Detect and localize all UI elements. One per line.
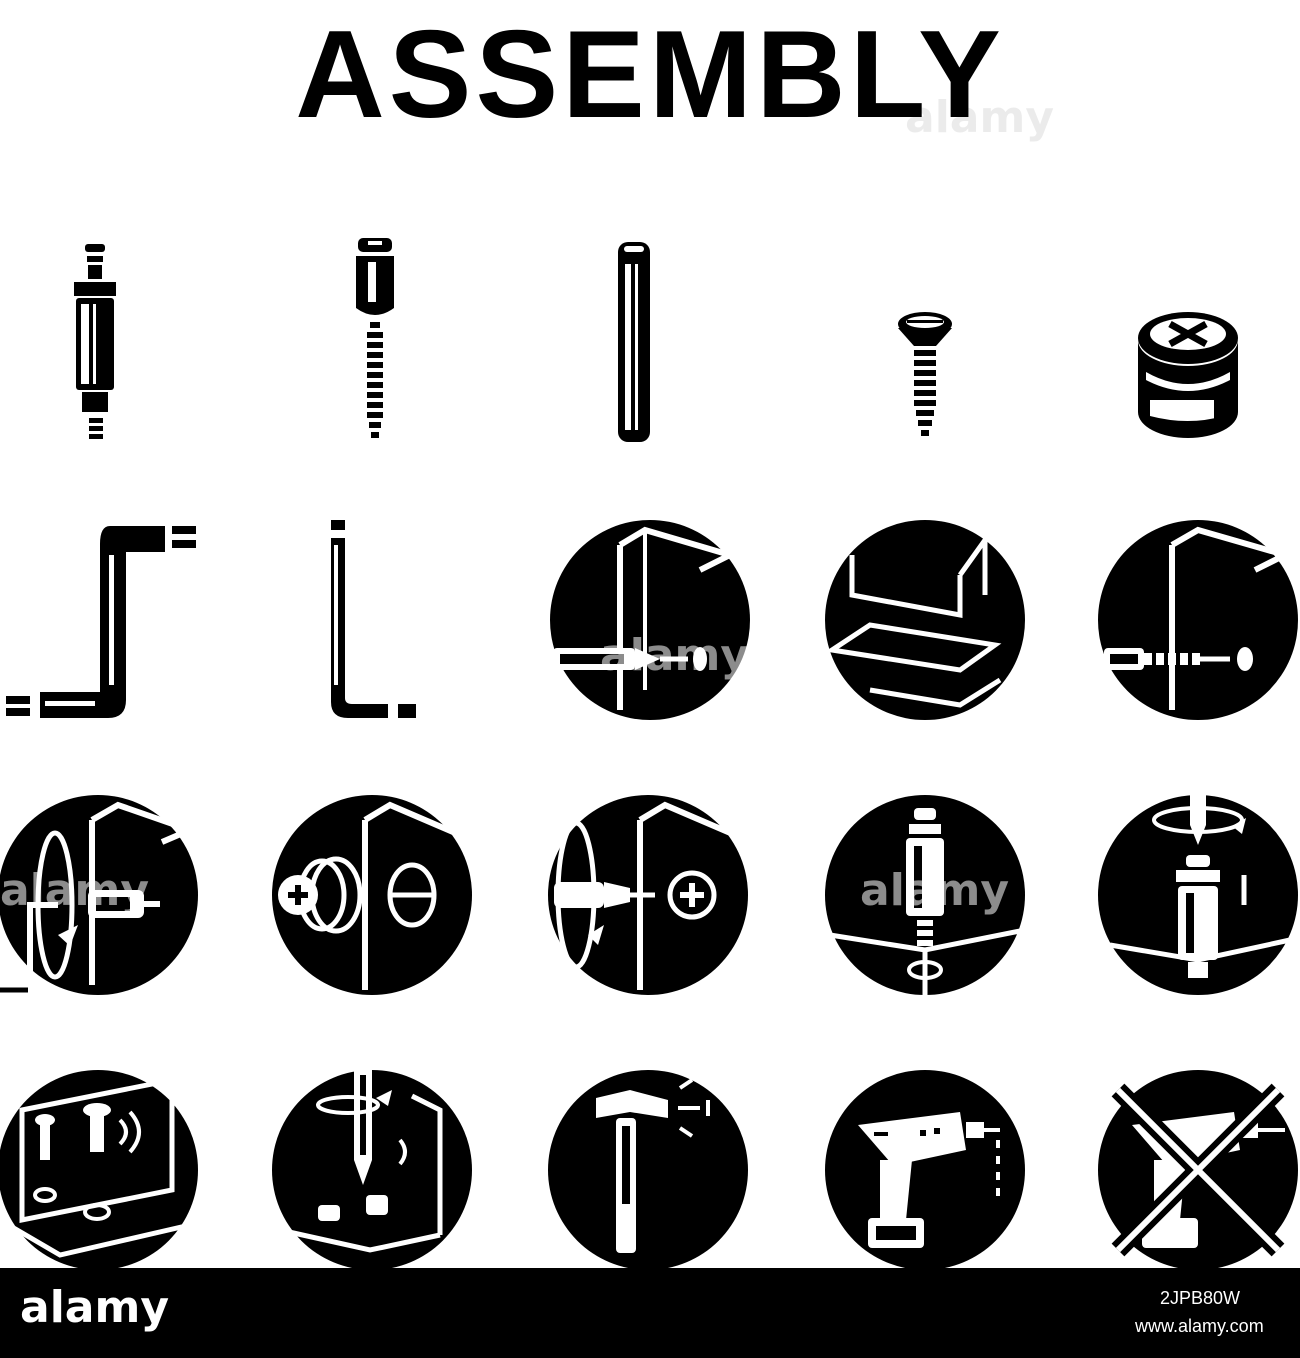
l-hex-key-icon <box>331 520 416 718</box>
cam-bolt-icon <box>74 244 116 439</box>
connector-screw-icon <box>356 238 394 438</box>
footer-bar: alamy 2JPB80W www.alamy.com <box>0 1268 1300 1358</box>
shelf-panel-icon <box>825 520 1025 720</box>
hammer-dowels-board-icon <box>0 1070 198 1268</box>
page-title: ASSEMBLY <box>295 6 1005 144</box>
wooden-dowel-icon <box>618 242 650 442</box>
screwdriver-cam-bolt-icon <box>1098 795 1298 995</box>
screw-insert-panel-icon <box>1098 520 1298 720</box>
footer-logo: alamy <box>20 1282 169 1333</box>
cordless-drill-icon <box>825 1070 1025 1268</box>
hammer-icon <box>548 1070 748 1268</box>
footer-url: www.alamy.com <box>1135 1316 1264 1336</box>
cam-lock-panel-icon <box>272 795 472 995</box>
crank-wrench-bolt-icon <box>0 795 199 995</box>
cam-lock-nut-icon <box>1138 312 1238 438</box>
screwdriver-board-icon <box>272 1070 472 1268</box>
z-hex-key-icon <box>6 526 196 718</box>
dowel-insert-panel-icon <box>550 520 750 720</box>
footer-image-id: 2JPB80W <box>1160 1288 1241 1308</box>
icon-grid <box>0 238 1298 1268</box>
flat-head-screw-icon <box>898 312 952 436</box>
bolt-into-floor-icon <box>825 795 1026 995</box>
no-drill-icon <box>1098 1070 1298 1268</box>
screwdriver-rotate-panel-icon <box>548 795 748 995</box>
